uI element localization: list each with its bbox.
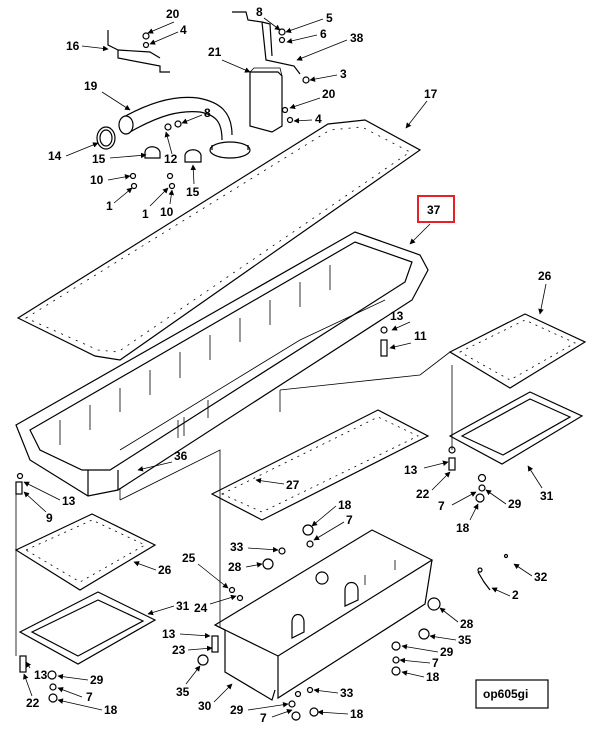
callout-label: 13: [404, 463, 418, 477]
callout-label: 15: [186, 185, 200, 199]
sump-30: [213, 529, 434, 701]
callout-label: 36: [174, 449, 188, 463]
callout-label: 16: [66, 39, 80, 53]
callout-label: 25: [182, 551, 196, 565]
callout-label: 7: [438, 499, 445, 513]
callout-label: 35: [458, 633, 472, 647]
callout-label-highlighted: 37: [427, 203, 441, 217]
callout-label: 8: [256, 5, 263, 19]
callout-label: 18: [456, 521, 470, 535]
callout-label: 10: [160, 205, 174, 219]
gasket-27: [210, 409, 430, 521]
callout-label: 24: [194, 601, 208, 615]
bracket-21: [249, 67, 283, 133]
callout-label: 13: [34, 668, 48, 682]
callout-label: 7: [432, 656, 439, 670]
callout-label: 32: [534, 570, 548, 584]
callout-label: 33: [230, 540, 244, 554]
callout-label: 29: [230, 703, 244, 717]
callout-label: 4: [180, 23, 187, 37]
callout-label: 26: [158, 563, 172, 577]
oil-filler-tube-19: [118, 96, 251, 159]
callout-label: 13: [162, 627, 176, 641]
callouts: 20 4 8 5 6 38 16 21 3 19 8 17 20: [23, 5, 554, 725]
callout-label: 5: [326, 11, 333, 25]
callout-label: 2: [512, 588, 519, 602]
callout-label: 18: [104, 703, 118, 717]
bracket-16: [107, 30, 170, 73]
callout-label: 18: [426, 670, 440, 684]
callout-label: 7: [346, 513, 353, 527]
callout-label: 7: [86, 690, 93, 704]
callout-label: 3: [340, 67, 347, 81]
callout-label: 29: [90, 673, 104, 687]
callout-label: 7: [260, 711, 267, 725]
callout-label: 30: [198, 699, 212, 713]
callout-label: 29: [440, 645, 454, 659]
callout-label: 26: [538, 269, 552, 283]
callout-label: 18: [350, 707, 364, 721]
fasteners-lower: [15, 326, 509, 721]
seal-ring-14: [96, 126, 116, 150]
callout-label: 22: [416, 487, 430, 501]
callout-label: 14: [48, 149, 62, 163]
callout-label: 8: [204, 106, 211, 120]
callout-label: 15: [92, 152, 106, 166]
gasket-26-right: [448, 313, 587, 389]
callout-label: 11: [414, 329, 427, 343]
callout-label: 28: [460, 617, 474, 631]
bracket-38: [232, 11, 301, 75]
callout-label: 10: [90, 173, 104, 187]
callout-label: 38: [350, 31, 364, 45]
reference-code-box: op605gi: [475, 679, 549, 709]
callout-label: 1: [106, 199, 113, 213]
callout-label: 29: [508, 497, 522, 511]
callout-label: 9: [46, 511, 53, 525]
gasket-26-left: [14, 513, 157, 591]
callout-label: 13: [62, 494, 76, 508]
callout-label: 12: [164, 152, 178, 166]
callout-label: 4: [315, 112, 322, 126]
callout-label: 22: [26, 696, 40, 710]
highlighted-callout-box: [417, 195, 455, 223]
callout-label: 17: [424, 87, 438, 101]
callout-label: 23: [172, 643, 186, 657]
callout-label: 27: [286, 478, 300, 492]
leader-frames: [15, 351, 453, 656]
gasket-31-left: [18, 591, 157, 665]
callout-label: 18: [338, 498, 352, 512]
callout-label: 21: [208, 45, 222, 59]
callout-label: 33: [340, 686, 354, 700]
callout-label: 31: [176, 599, 190, 613]
gasket-31-right: [448, 391, 584, 465]
callout-label: 13: [390, 309, 404, 323]
callout-label: 20: [322, 87, 336, 101]
callout-label: 31: [540, 489, 554, 503]
gasket-17: [16, 119, 422, 361]
callout-label: 6: [320, 27, 327, 41]
callout-label: 28: [228, 560, 242, 574]
callout-label: 1: [142, 207, 149, 221]
callout-label: 20: [166, 7, 180, 21]
oil-pan-37: [15, 231, 429, 497]
reference-code: op605gi: [483, 687, 528, 701]
fasteners-upper: [129, 28, 310, 190]
callout-label: 35: [176, 685, 190, 699]
callout-label: 19: [84, 79, 98, 93]
clamp-15: [144, 146, 202, 163]
